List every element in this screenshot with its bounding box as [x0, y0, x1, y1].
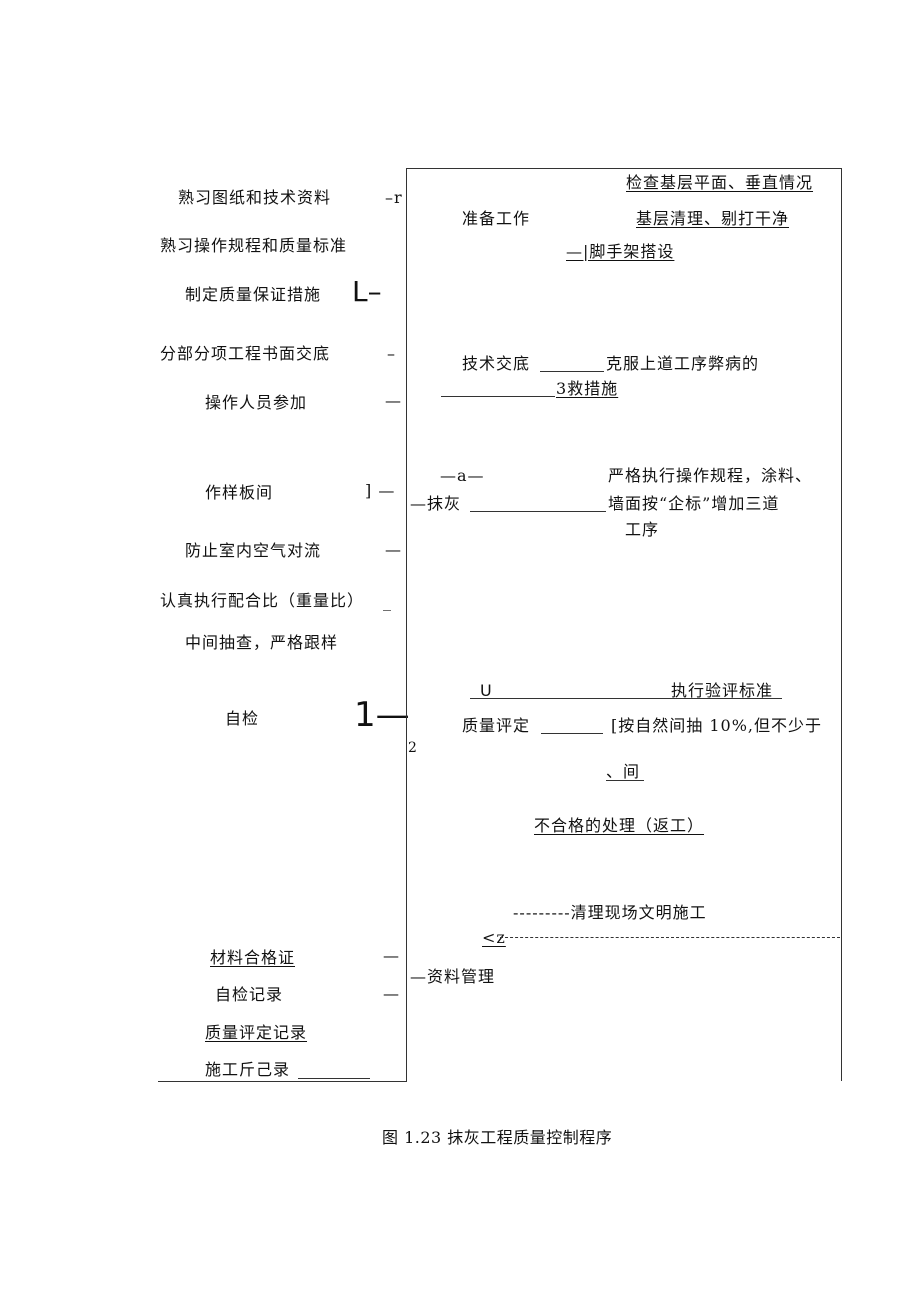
connector: _ [383, 592, 392, 611]
left-item-9: 中间抽查，严格跟样 [185, 633, 339, 652]
left-item-7: 防止室内空气对流 [185, 541, 322, 560]
prep-item-2: 基层清理、剔打干净 [636, 209, 790, 228]
quality-std: 执行验评标准 [671, 681, 774, 700]
quality-line [470, 698, 782, 699]
right-border [841, 168, 842, 1081]
prep-item-1: 检查基层平面、垂直情况 [626, 173, 814, 192]
connector: –r [385, 188, 403, 207]
connector: — [385, 540, 402, 559]
top-border [406, 168, 842, 169]
connector: — [385, 391, 402, 410]
connector: – [387, 344, 396, 363]
connector: ] — [365, 481, 396, 500]
tech-line1: 克服上道工序弊病的 [606, 354, 760, 373]
tech-label: 技术交底 [462, 354, 531, 373]
left-item-3: 制定质量保证措施 [185, 285, 322, 304]
connector: L– [352, 275, 382, 308]
dashed-line [500, 937, 840, 938]
stray-mark: 2 [408, 740, 418, 756]
docs-label: —资料管理 [410, 967, 496, 986]
plaster-desc-1: 严格执行操作规程，涂料、 [608, 466, 813, 485]
plaster-mark: —a— [440, 466, 485, 485]
quality-label: 质量评定 [462, 716, 531, 735]
quality-sample: [按自然间抽 10%,但不少于 [611, 716, 822, 735]
left-item-4: 分部分项工程书面交底 [160, 344, 331, 363]
left-item-6: 作样板间 [205, 483, 274, 502]
left-item-8: 认真执行配合比（重量比） [160, 591, 365, 610]
rework: 不合格的处理（返工） [534, 816, 705, 835]
tech-line [540, 371, 604, 372]
plaster-line [470, 511, 606, 512]
connector: 1— [354, 695, 410, 735]
cleanup: ---------清理现场文明施工 [513, 903, 707, 922]
quality-line [541, 733, 603, 734]
prep-item-3: —|脚手架搭设 [566, 242, 675, 261]
prep-label: 准备工作 [462, 209, 531, 228]
left-item-14: 施工斤己录 [205, 1060, 291, 1079]
left-item-13: 质量评定记录 [205, 1023, 308, 1042]
figure-caption: 图 1.23 抹灰工程质量控制程序 [382, 1128, 613, 1147]
quality-line [606, 780, 644, 781]
connector: — [383, 984, 400, 1003]
bottom-border [158, 1081, 407, 1082]
plaster-desc-3: 工序 [625, 520, 660, 539]
tech-line [441, 396, 555, 397]
quality-sample-2: 、间 [606, 762, 641, 781]
left-item-12: 自检记录 [215, 985, 284, 1004]
plaster-label: —抹灰 [410, 494, 462, 513]
left-item-2: 熟习操作规程和质量标准 [160, 236, 348, 255]
left-divider [406, 168, 407, 1081]
left-item-1: 熟习图纸和技术资料 [178, 188, 332, 207]
z-mark: <z [482, 928, 506, 947]
left-item-10: 自检 [225, 709, 260, 728]
left-item-5: 操作人员参加 [205, 393, 308, 412]
quality-mark: U [480, 681, 493, 700]
tech-line2: 3救措施 [556, 379, 619, 398]
left-item-11: 材料合格证 [210, 948, 296, 967]
underline [298, 1078, 370, 1079]
plaster-desc-2: 墙面按“企标”增加三道 [608, 494, 780, 513]
connector: — [383, 946, 400, 965]
